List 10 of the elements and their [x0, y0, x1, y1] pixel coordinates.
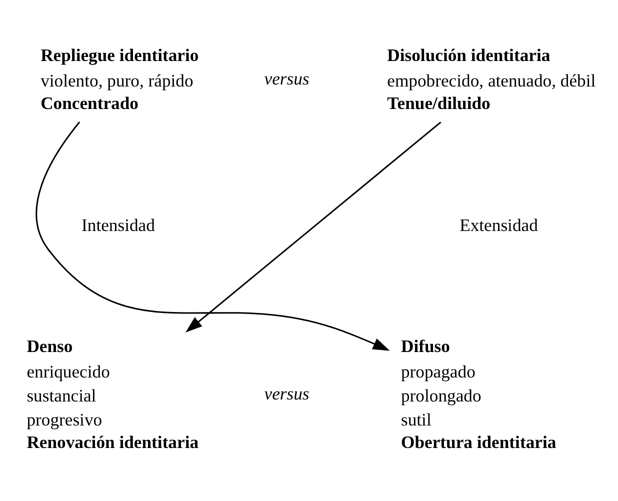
label: versus	[264, 68, 310, 88]
label: Intensidad	[82, 215, 155, 236]
node-text: Repliegue identitario violento, puro, rápido Concentrado	[40, 45, 199, 113]
label: versus	[264, 383, 310, 404]
node-text: Disolución identitaria empobrecido, atenuado, débil Tenue/diluido	[387, 45, 596, 113]
arrow	[36, 122, 390, 351]
node-text: Difuso propagado prolongado sutil Obertura identitaria	[400, 336, 556, 452]
arrow	[186, 122, 442, 332]
label: Extensidad	[460, 215, 538, 236]
node-text: Denso enriquecido sustancial progresivo Renovación identitaria	[26, 336, 199, 452]
